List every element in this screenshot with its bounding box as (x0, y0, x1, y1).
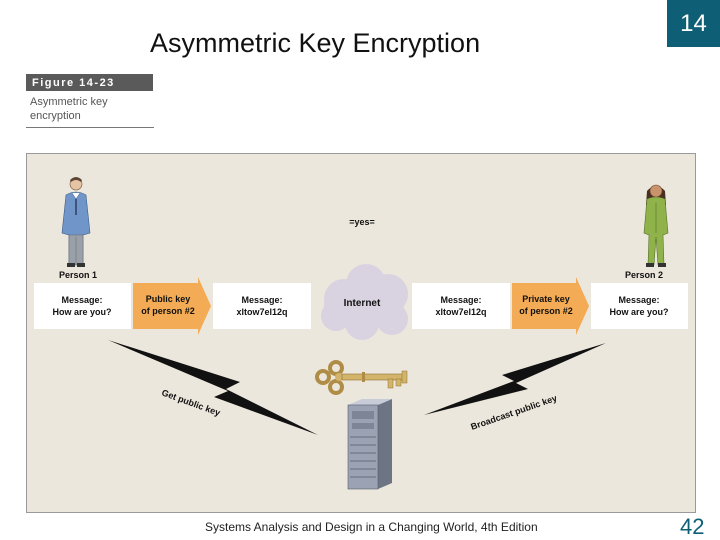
encryption-diagram: Person 1 Person 2 =yes= Message: How are… (34, 177, 688, 490)
person1-figure (61, 177, 91, 267)
plain-message-1-line2: How are you? (52, 307, 111, 317)
private-key-label-line1: Private key (522, 294, 570, 304)
figure-label: Figure 14-23 (26, 74, 153, 91)
cipher-message-box-1 (213, 283, 311, 329)
private-key-arrow (512, 277, 589, 335)
cipher-message-1-line1: Message: (241, 295, 282, 305)
plain-message-box-1 (34, 283, 131, 329)
slide-title: Asymmetric Key Encryption (150, 28, 481, 58)
footer-text: Systems Analysis and Design in a Changin… (205, 520, 538, 534)
chapter-badge: 14 (667, 0, 720, 47)
plain-message-box-2 (591, 283, 688, 329)
plain-message-2-line1: Message: (618, 295, 659, 305)
figure-rule (26, 127, 154, 128)
internet-label: Internet (344, 298, 381, 309)
plain-message-1-line1: Message: (61, 295, 102, 305)
public-key-arrow (133, 277, 211, 335)
plain-message-2-line2: How are you? (609, 307, 668, 317)
cipher-message-box-2 (412, 283, 510, 329)
cipher-message-2-line1: Message: (440, 295, 481, 305)
key-icon (315, 360, 408, 395)
person2-label: Person 2 (625, 270, 663, 280)
page-number: 42 (680, 514, 705, 539)
public-key-label-line1: Public key (146, 294, 191, 304)
cipher-message-1-line2: xltow7el12q (236, 307, 287, 317)
person1-label: Person 1 (59, 270, 97, 280)
private-key-label-line2: of person #2 (519, 306, 573, 316)
yes-label: =yes= (349, 217, 375, 227)
get-public-key-label: Get public key (160, 387, 221, 417)
figure-caption: Asymmetric key encryption (30, 96, 108, 122)
internet-cloud (321, 264, 408, 340)
cipher-message-2-line2: xltow7el12q (435, 307, 486, 317)
lightning-bolt-right (424, 343, 606, 415)
public-key-label-line2: of person #2 (141, 306, 195, 316)
lightning-bolt-left (108, 340, 318, 435)
person2-figure (643, 184, 669, 267)
server-icon (347, 399, 392, 490)
